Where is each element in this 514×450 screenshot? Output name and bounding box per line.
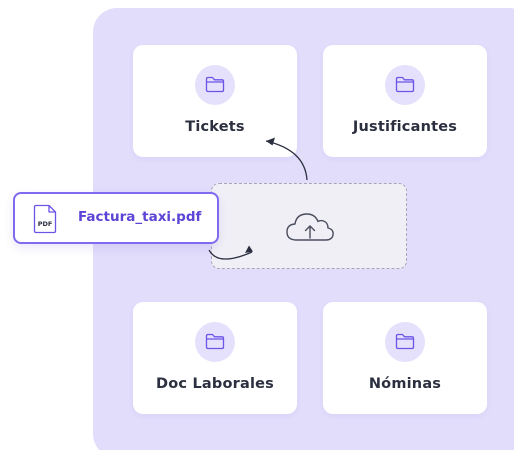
curved-arrow-icon	[208, 245, 253, 260]
folder-icon-circle	[195, 322, 235, 362]
pdf-file-icon: PDF	[33, 204, 57, 234]
folder-label: Tickets	[185, 119, 245, 135]
folder-card-doc-laborales[interactable]: Doc Laborales	[133, 302, 297, 414]
folder-icon-circle	[385, 65, 425, 105]
folder-icon	[205, 76, 225, 93]
pdf-icon-text: PDF	[38, 220, 53, 228]
folder-card-nominas[interactable]: Nóminas	[323, 302, 487, 414]
curved-arrow-icon	[265, 137, 308, 181]
folder-label: Nóminas	[368, 376, 442, 392]
folder-icon	[205, 333, 225, 350]
folder-label: Doc Laborales	[156, 376, 274, 392]
folder-icon-circle	[385, 322, 425, 362]
upload-dropzone[interactable]	[211, 183, 407, 269]
folder-icon	[395, 76, 415, 93]
folder-card-justificantes[interactable]: Justificantes	[323, 45, 487, 157]
file-name: Factura_taxi.pdf	[78, 209, 202, 225]
folder-card-tickets[interactable]: Tickets	[133, 45, 297, 157]
folder-icon-circle	[195, 65, 235, 105]
file-chip[interactable]: PDF Factura_taxi.pdf	[13, 192, 219, 244]
cloud-upload-icon	[286, 213, 334, 241]
folder-label: Justificantes	[352, 119, 458, 135]
folder-icon	[395, 333, 415, 350]
